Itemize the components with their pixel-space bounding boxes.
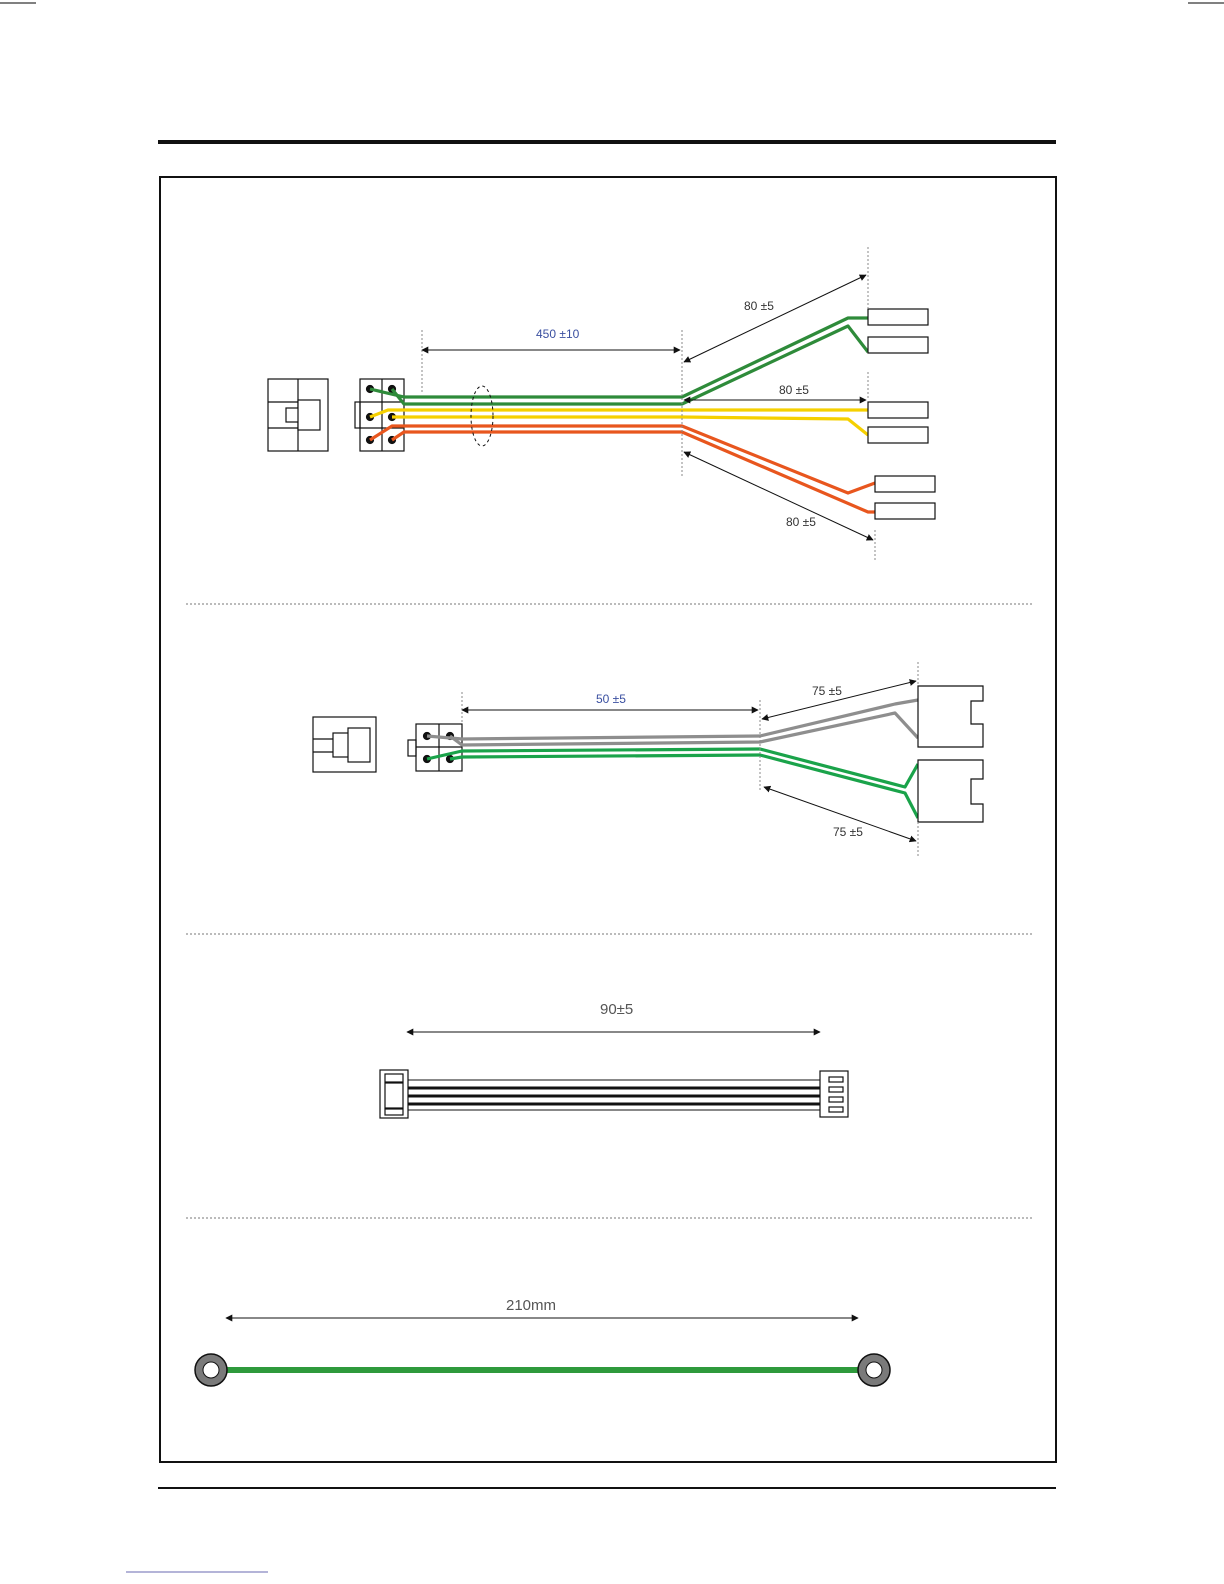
crop-marks <box>0 3 1224 1572</box>
terminal <box>868 337 928 353</box>
harness-3-right-connector <box>820 1071 848 1117</box>
harness-1-terminals <box>868 309 935 519</box>
dim-210: 210mm <box>506 1297 556 1314</box>
terminal <box>875 503 935 519</box>
dim-450: 450 ±10 <box>536 327 580 341</box>
harness-2-dimension-arrows <box>462 681 916 841</box>
housing-top <box>918 686 983 747</box>
dim-50: 50 ±5 <box>596 692 626 706</box>
harness-1-mating-housing <box>268 379 328 451</box>
header-rule <box>158 140 1056 144</box>
harness-2-mating-housing <box>313 717 376 772</box>
terminal <box>868 309 928 325</box>
harness-2-wires <box>427 700 918 818</box>
green-wire-2 <box>450 755 918 818</box>
harness-3-flat-cable <box>408 1080 820 1110</box>
harness-1-dimension-arrows <box>422 275 873 540</box>
harness-4: 210mm <box>195 1297 890 1386</box>
harness-1: 450 ±10 80 ±5 80 ±5 80 ±5 <box>268 247 935 560</box>
dim-80-top: 80 ±5 <box>744 299 774 313</box>
terminal <box>868 402 928 418</box>
terminal <box>875 476 935 492</box>
dim-80-bottom: 80 ±5 <box>786 515 816 529</box>
terminal <box>868 427 928 443</box>
dim-75-top: 75 ±5 <box>812 684 842 698</box>
harness-2: 50 ±5 75 ±5 75 ±5 <box>313 662 983 858</box>
gray-wire-1 <box>427 700 918 739</box>
footer-rule <box>158 1487 1056 1489</box>
dim-90: 90±5 <box>600 1001 633 1018</box>
harness-3: 90±5 <box>380 1001 848 1118</box>
harness-1-wires <box>370 318 875 512</box>
housing-bottom <box>918 760 983 822</box>
harness-2-housings <box>918 686 983 822</box>
ring-terminal-right <box>858 1354 890 1386</box>
dim-80-middle: 80 ±5 <box>779 383 809 397</box>
harness-3-left-connector <box>380 1070 408 1118</box>
dim-75-bottom: 75 ±5 <box>833 825 863 839</box>
harness-2-connector <box>408 724 462 771</box>
orange-wire-2 <box>392 432 875 512</box>
ring-terminal-left <box>195 1354 227 1386</box>
gray-wire-2 <box>450 713 918 745</box>
